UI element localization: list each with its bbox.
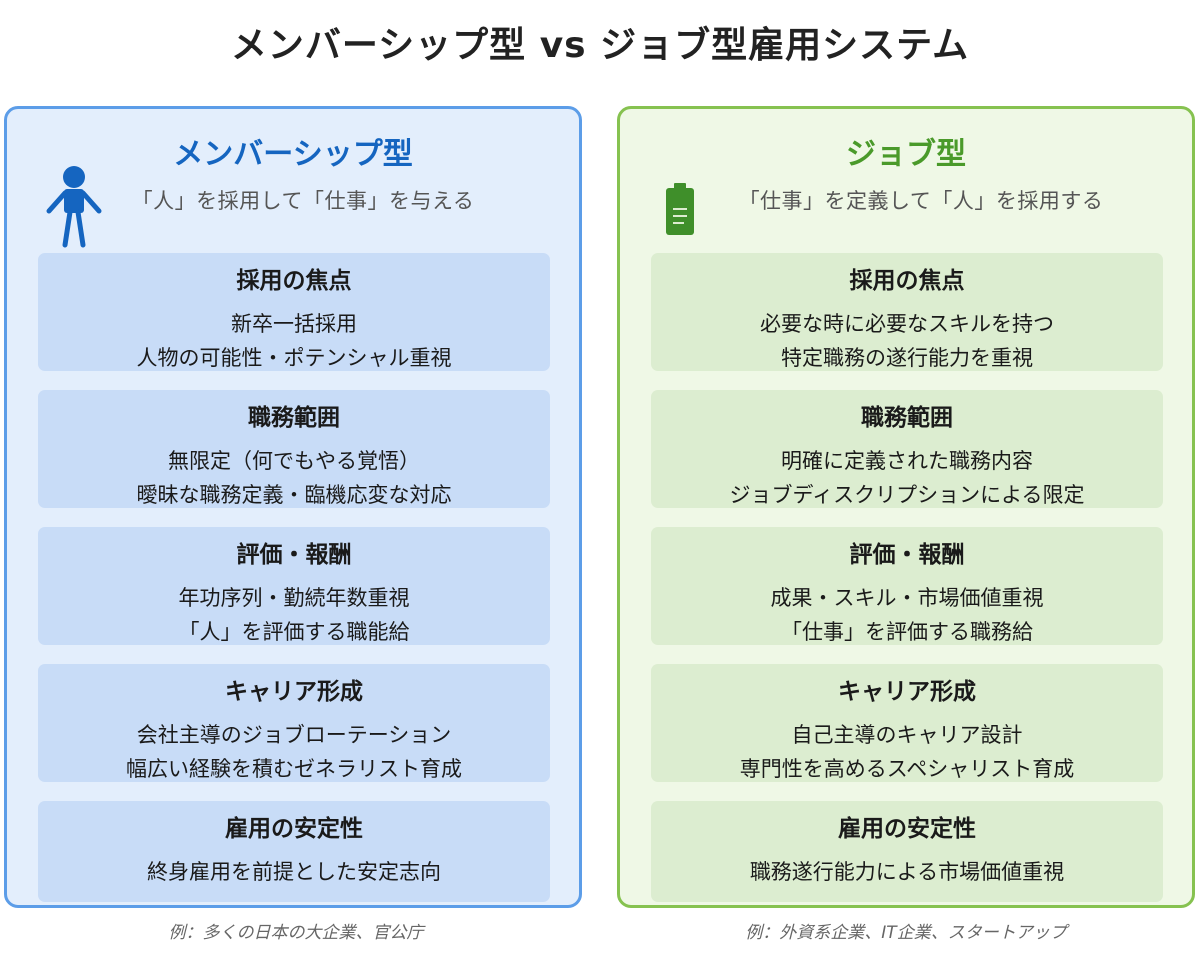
membership-panel: メンバーシップ型 「人」を採用して「仕事」を与える 採用の焦点 新卒一括採用 人… (4, 106, 582, 908)
panel-tagline: 「仕事」を定義して「人」を採用する (738, 189, 1104, 213)
card-stability: 雇用の安定性 職務遂行能力による市場価値重視 (651, 801, 1163, 902)
card-evaluation: 評価・報酬 年功序列・勤続年数重視 「人」を評価する職能給 (38, 527, 550, 645)
card-hiring-focus: 採用の焦点 必要な時に必要なスキルを持つ 特定職務の遂行能力を重視 (651, 253, 1163, 371)
card-job-scope: 職務範囲 明確に定義された職務内容 ジョブディスクリプションによる限定 (651, 390, 1163, 508)
card-line: 必要な時に必要なスキルを持つ (760, 312, 1054, 336)
card-line: 特定職務の遂行能力を重視 (781, 346, 1033, 370)
card-line: 終身雇用を前提とした安定志向 (147, 860, 441, 884)
page-title: メンバーシップ型 vs ジョブ型雇用システム (230, 25, 970, 66)
card-line: 職務遂行能力による市場価値重視 (749, 860, 1065, 884)
job-panel: ジョブ型 「仕事」を定義して「人」を採用する 採用の焦点 必要な時に必要なスキル… (617, 106, 1195, 908)
panel-title: ジョブ型 (846, 137, 966, 172)
panel-title: メンバーシップ型 (173, 137, 413, 172)
card-line: 無限定（何でもやる覚悟） (168, 449, 420, 473)
card-line: 「人」を評価する職能給 (178, 620, 410, 644)
card-title: 雇用の安定性 (225, 816, 363, 842)
card-line: 明確に定義された職務内容 (781, 449, 1033, 473)
card-evaluation: 評価・報酬 成果・スキル・市場価値重視 「仕事」を評価する職務給 (651, 527, 1163, 645)
card-title: 評価・報酬 (236, 542, 352, 568)
card-title: 採用の焦点 (236, 268, 352, 294)
card-line: 年功序列・勤続年数重視 (178, 586, 410, 610)
card-line: ジョブディスクリプションによる限定 (729, 483, 1085, 507)
card-line: 専門性を高めるスペシャリスト育成 (739, 757, 1075, 781)
card-line: 会社主導のジョブローテーション (136, 723, 452, 747)
card-line: 成果・スキル・市場価値重視 (770, 586, 1044, 610)
card-line: 自己主導のキャリア設計 (791, 723, 1023, 747)
card-title: 採用の焦点 (849, 268, 965, 294)
card-line: 「仕事」を評価する職務給 (781, 620, 1033, 644)
card-line: 新卒一括採用 (231, 312, 357, 336)
card-title: キャリア形成 (838, 679, 976, 705)
card-title: キャリア形成 (225, 679, 363, 705)
card-stability: 雇用の安定性 終身雇用を前提とした安定志向 (38, 801, 550, 902)
card-hiring-focus: 採用の焦点 新卒一括採用 人物の可能性・ポテンシャル重視 (38, 253, 550, 371)
left-footnote: 例：多くの日本の大企業、官公庁 (168, 923, 424, 943)
card-career: キャリア形成 会社主導のジョブローテーション 幅広い経験を積むゼネラリスト育成 (38, 664, 550, 782)
card-job-scope: 職務範囲 無限定（何でもやる覚悟） 曖昧な職務定義・臨機応変な対応 (38, 390, 550, 508)
person-icon (45, 165, 103, 249)
card-title: 評価・報酬 (849, 542, 965, 568)
card-title: 雇用の安定性 (838, 816, 976, 842)
card-title: 職務範囲 (248, 405, 340, 431)
clipboard-icon (664, 181, 696, 237)
card-line: 幅広い経験を積むゼネラリスト育成 (126, 757, 462, 781)
panel-tagline: 「人」を採用して「仕事」を与える (131, 189, 475, 213)
right-footnote: 例：外資系企業、IT企業、スタートアップ (745, 923, 1067, 943)
card-career: キャリア形成 自己主導のキャリア設計 専門性を高めるスペシャリスト育成 (651, 664, 1163, 782)
card-line: 人物の可能性・ポテンシャル重視 (136, 346, 452, 370)
card-line: 曖昧な職務定義・臨機応変な対応 (136, 483, 452, 507)
card-title: 職務範囲 (861, 405, 953, 431)
